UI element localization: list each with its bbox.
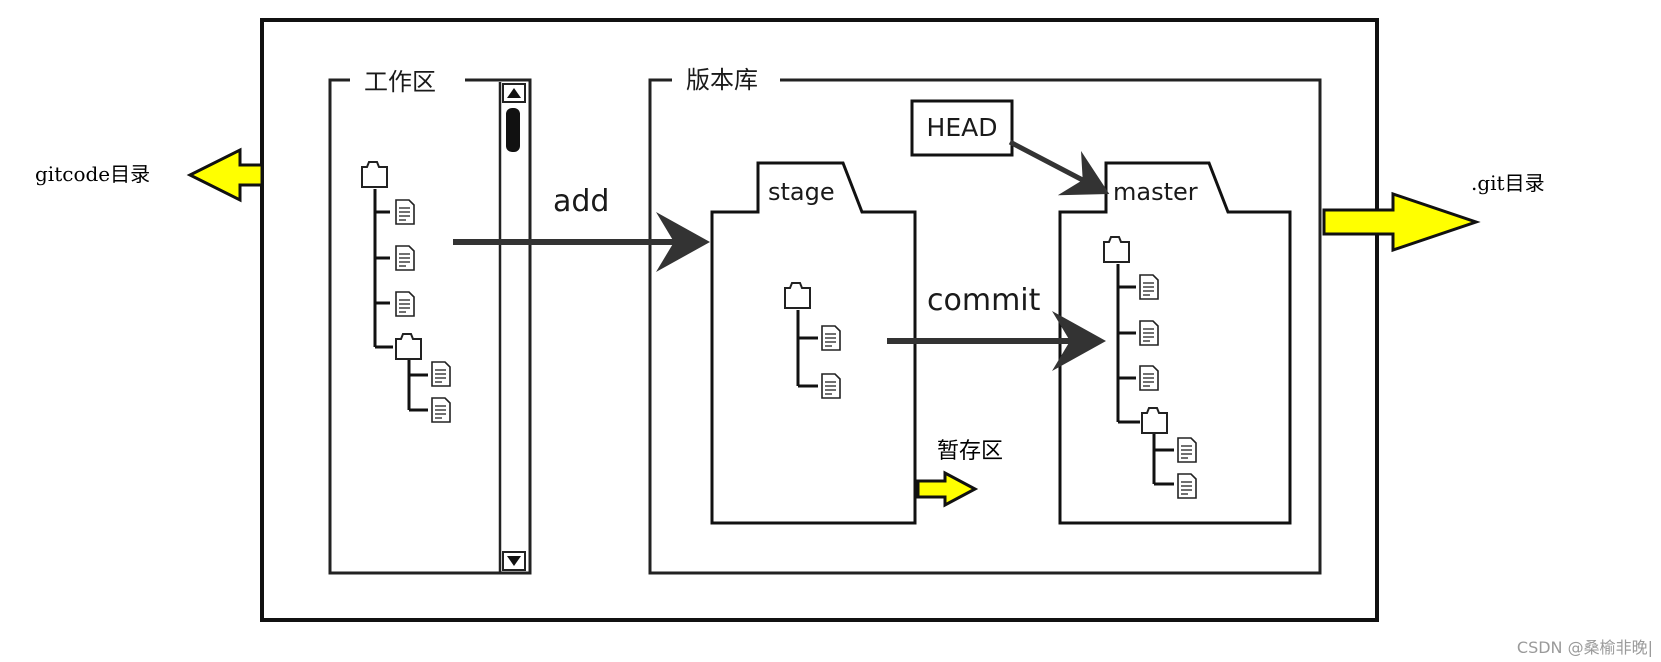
scroll-thumb[interactable] xyxy=(506,108,520,152)
scroll-down-icon[interactable] xyxy=(507,556,521,566)
commit-label: commit xyxy=(927,283,1041,318)
staging-area-arrow xyxy=(916,470,979,508)
gitcode-dir-label: gitcode目录 xyxy=(35,162,150,186)
file-icon xyxy=(1139,320,1159,346)
stage-label: stage xyxy=(768,178,835,206)
add-label: add xyxy=(553,184,609,219)
git-dir-arrow xyxy=(1322,191,1481,253)
repository-label: 版本库 xyxy=(686,66,758,94)
head-arrow xyxy=(1008,139,1110,196)
file-icon xyxy=(1177,473,1197,499)
watermark: CSDN @桑榆非晚| xyxy=(1516,638,1653,657)
file-icon xyxy=(1139,365,1159,391)
scroll-up-icon[interactable] xyxy=(507,88,521,98)
file-icon xyxy=(821,325,841,351)
master-label: master xyxy=(1113,178,1198,206)
file-icon xyxy=(395,291,415,317)
head-label: HEAD xyxy=(927,113,998,142)
file-icon xyxy=(395,245,415,271)
staging-area-label: 暂存区 xyxy=(937,439,1003,464)
workspace-label: 工作区 xyxy=(364,68,436,96)
file-icon xyxy=(821,373,841,399)
workspace-scrollbar[interactable] xyxy=(498,82,526,572)
workspace-file-tree xyxy=(361,161,451,423)
stage-box: stage xyxy=(710,161,917,525)
file-icon xyxy=(431,397,451,423)
file-icon xyxy=(1139,274,1159,300)
repository-panel: 版本库 xyxy=(648,66,1322,575)
master-box: master xyxy=(1058,161,1292,525)
file-icon xyxy=(395,199,415,225)
git-dir-label: .git目录 xyxy=(1471,171,1545,195)
head-box: HEAD xyxy=(910,99,1014,157)
workspace-panel: 工作区 xyxy=(328,68,532,575)
folder-icon xyxy=(361,161,388,188)
gitcode-dir-arrow xyxy=(186,147,264,203)
file-icon xyxy=(431,361,451,387)
file-icon xyxy=(1177,437,1197,463)
outer-frame xyxy=(260,18,1379,622)
folder-icon xyxy=(395,333,422,360)
